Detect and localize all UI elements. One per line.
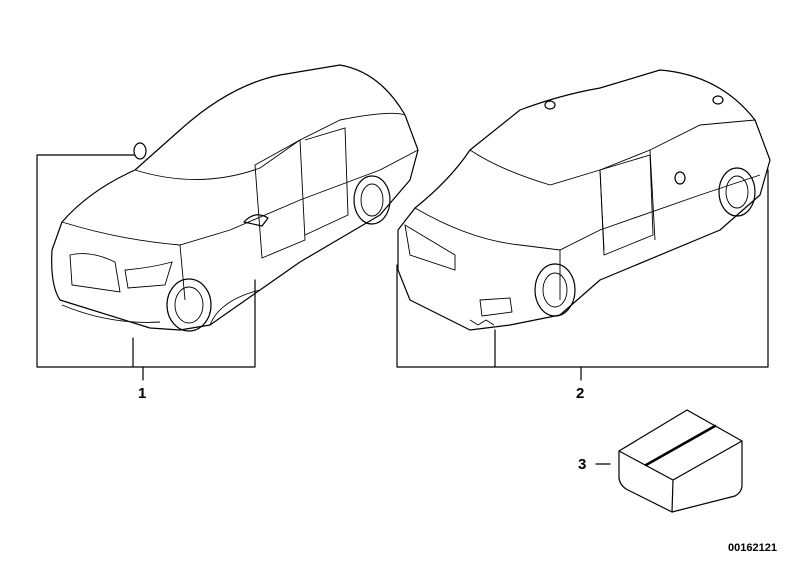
callout-3-label: 3 [578, 456, 587, 473]
callout-1-label: 1 [138, 385, 147, 402]
car-rear-view [397, 69, 771, 331]
box [618, 409, 743, 513]
callout-1-leaders [36, 154, 256, 381]
callout-2-label: 2 [576, 385, 585, 402]
diagram-id: 00162121 [728, 542, 777, 554]
callout-2-leaders [396, 169, 769, 381]
car-front-view [51, 64, 419, 332]
